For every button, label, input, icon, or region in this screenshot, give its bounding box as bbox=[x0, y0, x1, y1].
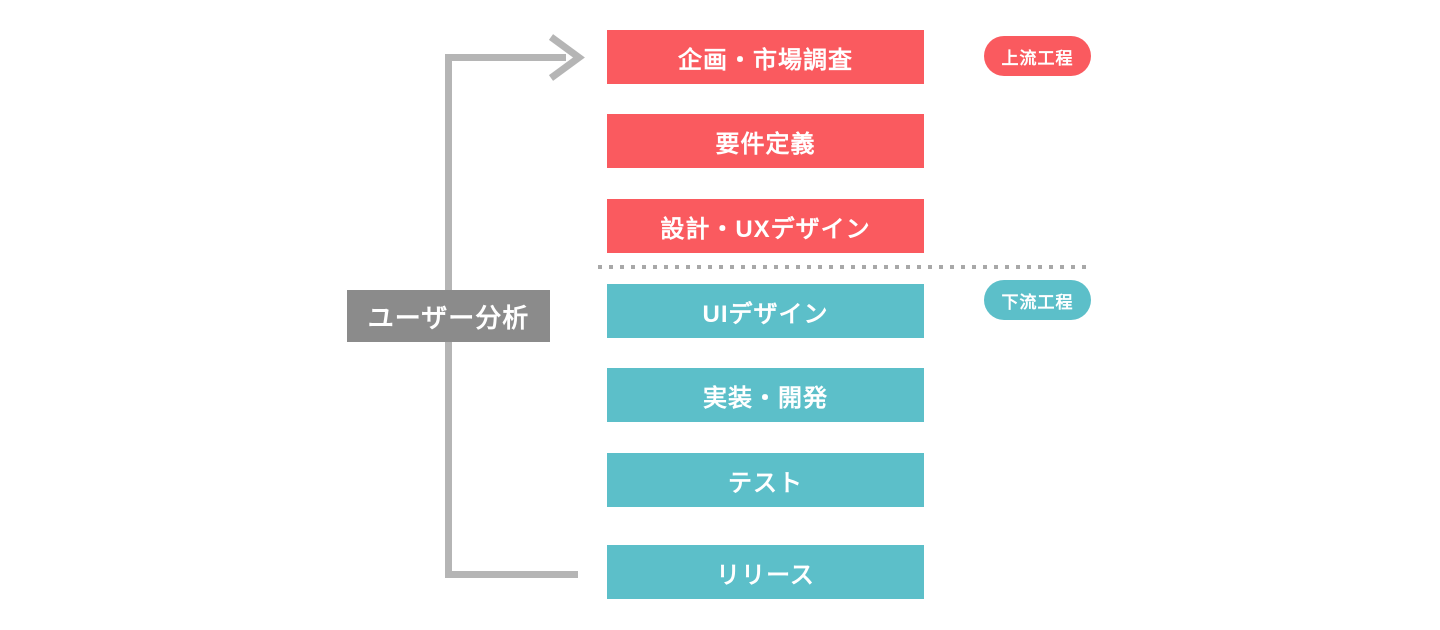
upstream-downstream-divider bbox=[598, 265, 1090, 269]
stage-box-requirements-definition: 要件定義 bbox=[607, 114, 924, 168]
stage-box-release: リリース bbox=[607, 545, 924, 599]
stage-box-implementation-development: 実装・開発 bbox=[607, 368, 924, 422]
stage-label: 設計・UXデザイン bbox=[660, 215, 871, 243]
stage-box-planning-market-research: 企画・市場調査 bbox=[607, 30, 924, 84]
stage-label: テスト bbox=[728, 469, 803, 497]
badge-label: 上流工程 bbox=[1001, 48, 1074, 68]
stage-box-ui-design: UIデザイン bbox=[607, 284, 924, 338]
upstream-process-badge: 上流工程 bbox=[984, 36, 1091, 76]
side-label-text: ユーザー分析 bbox=[367, 302, 530, 333]
stage-box-test: テスト bbox=[607, 453, 924, 507]
stage-label: UIデザイン bbox=[702, 300, 829, 328]
downstream-process-badge: 下流工程 bbox=[984, 280, 1091, 320]
stage-label: 企画・市場調査 bbox=[678, 46, 853, 74]
arrowhead-icon bbox=[548, 34, 585, 81]
badge-label: 下流工程 bbox=[1001, 292, 1074, 312]
stage-label: リリース bbox=[716, 561, 815, 589]
stage-box-design-ux: 設計・UXデザイン bbox=[607, 199, 924, 253]
stage-label: 実装・開発 bbox=[703, 384, 828, 412]
stage-label: 要件定義 bbox=[715, 130, 816, 158]
user-analysis-label: ユーザー分析 bbox=[347, 290, 550, 342]
